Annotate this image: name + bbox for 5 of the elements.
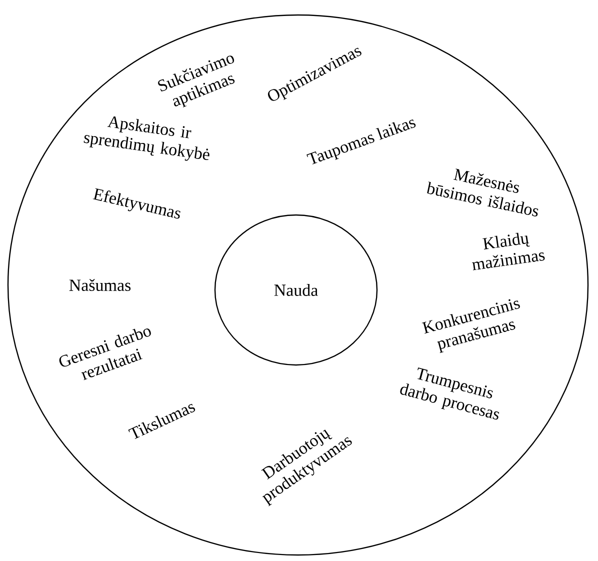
- benefit-ring: [7, 14, 589, 556]
- benefit-label: Našumas: [69, 279, 131, 291]
- benefit-label: Apskaitos ir sprendimų kokybė: [84, 116, 210, 161]
- benefit-label: Klaidų mažinimas: [472, 232, 545, 270]
- benefit-label: Mažesnės būsimos išlaidos: [427, 168, 538, 216]
